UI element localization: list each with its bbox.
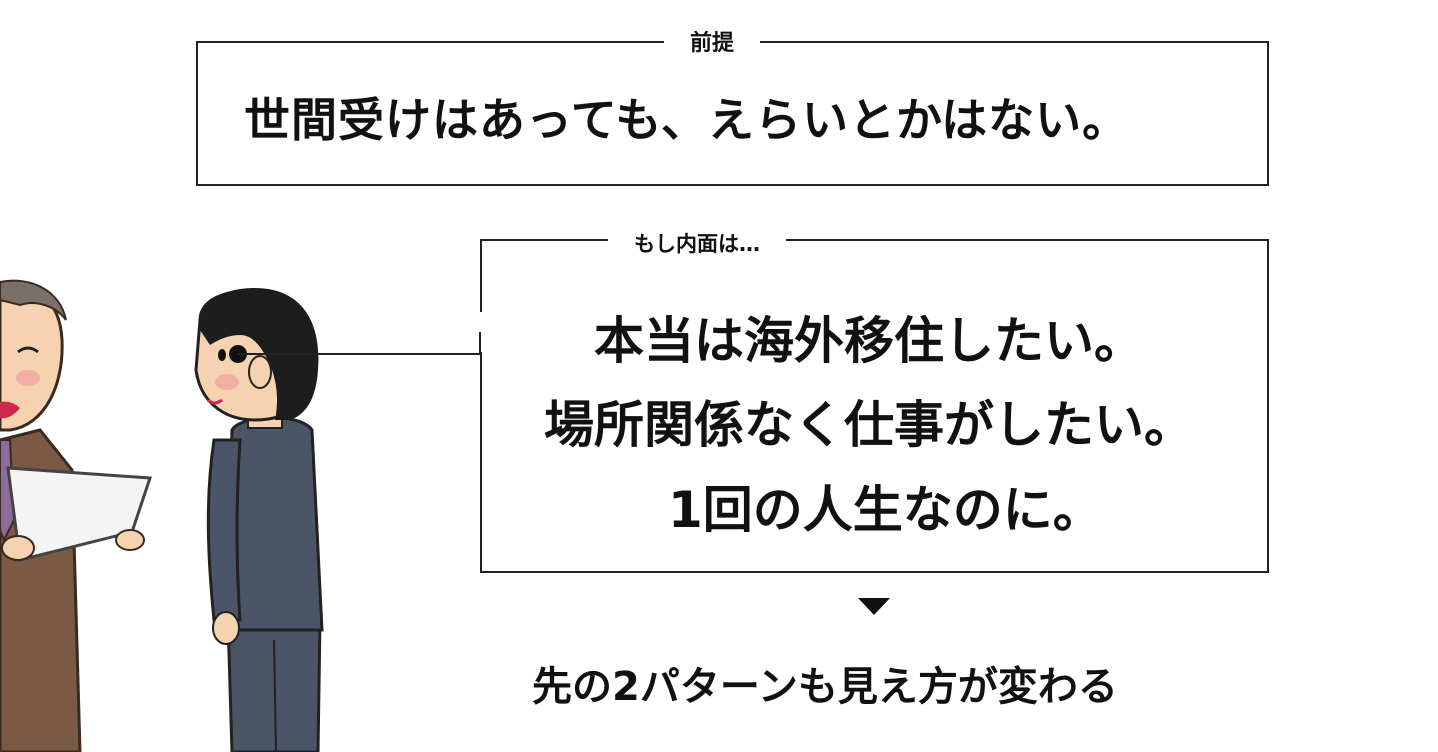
premise-label: 前提 [664,30,761,58]
illustration [0,279,481,752]
inner-line-3: 1回の人生なのに。 [668,481,1103,539]
down-arrow-icon [858,598,890,615]
inner-thoughts-box [480,239,1269,573]
boss-figure [0,279,153,752]
young-man-figure [194,288,324,752]
pointer-line [238,332,481,355]
inner-line-1: 本当は海外移住したい。 [594,312,1144,370]
inner-line-2: 場所関係なく仕事がしたい。 [544,396,1194,454]
conclusion-text: 先の2パターンも見え方が変わる [532,664,1118,710]
inner-thoughts-label: もし内面は… [608,230,786,258]
premise-statement: 世間受けはあっても、えらいとかはない。 [244,93,1130,147]
